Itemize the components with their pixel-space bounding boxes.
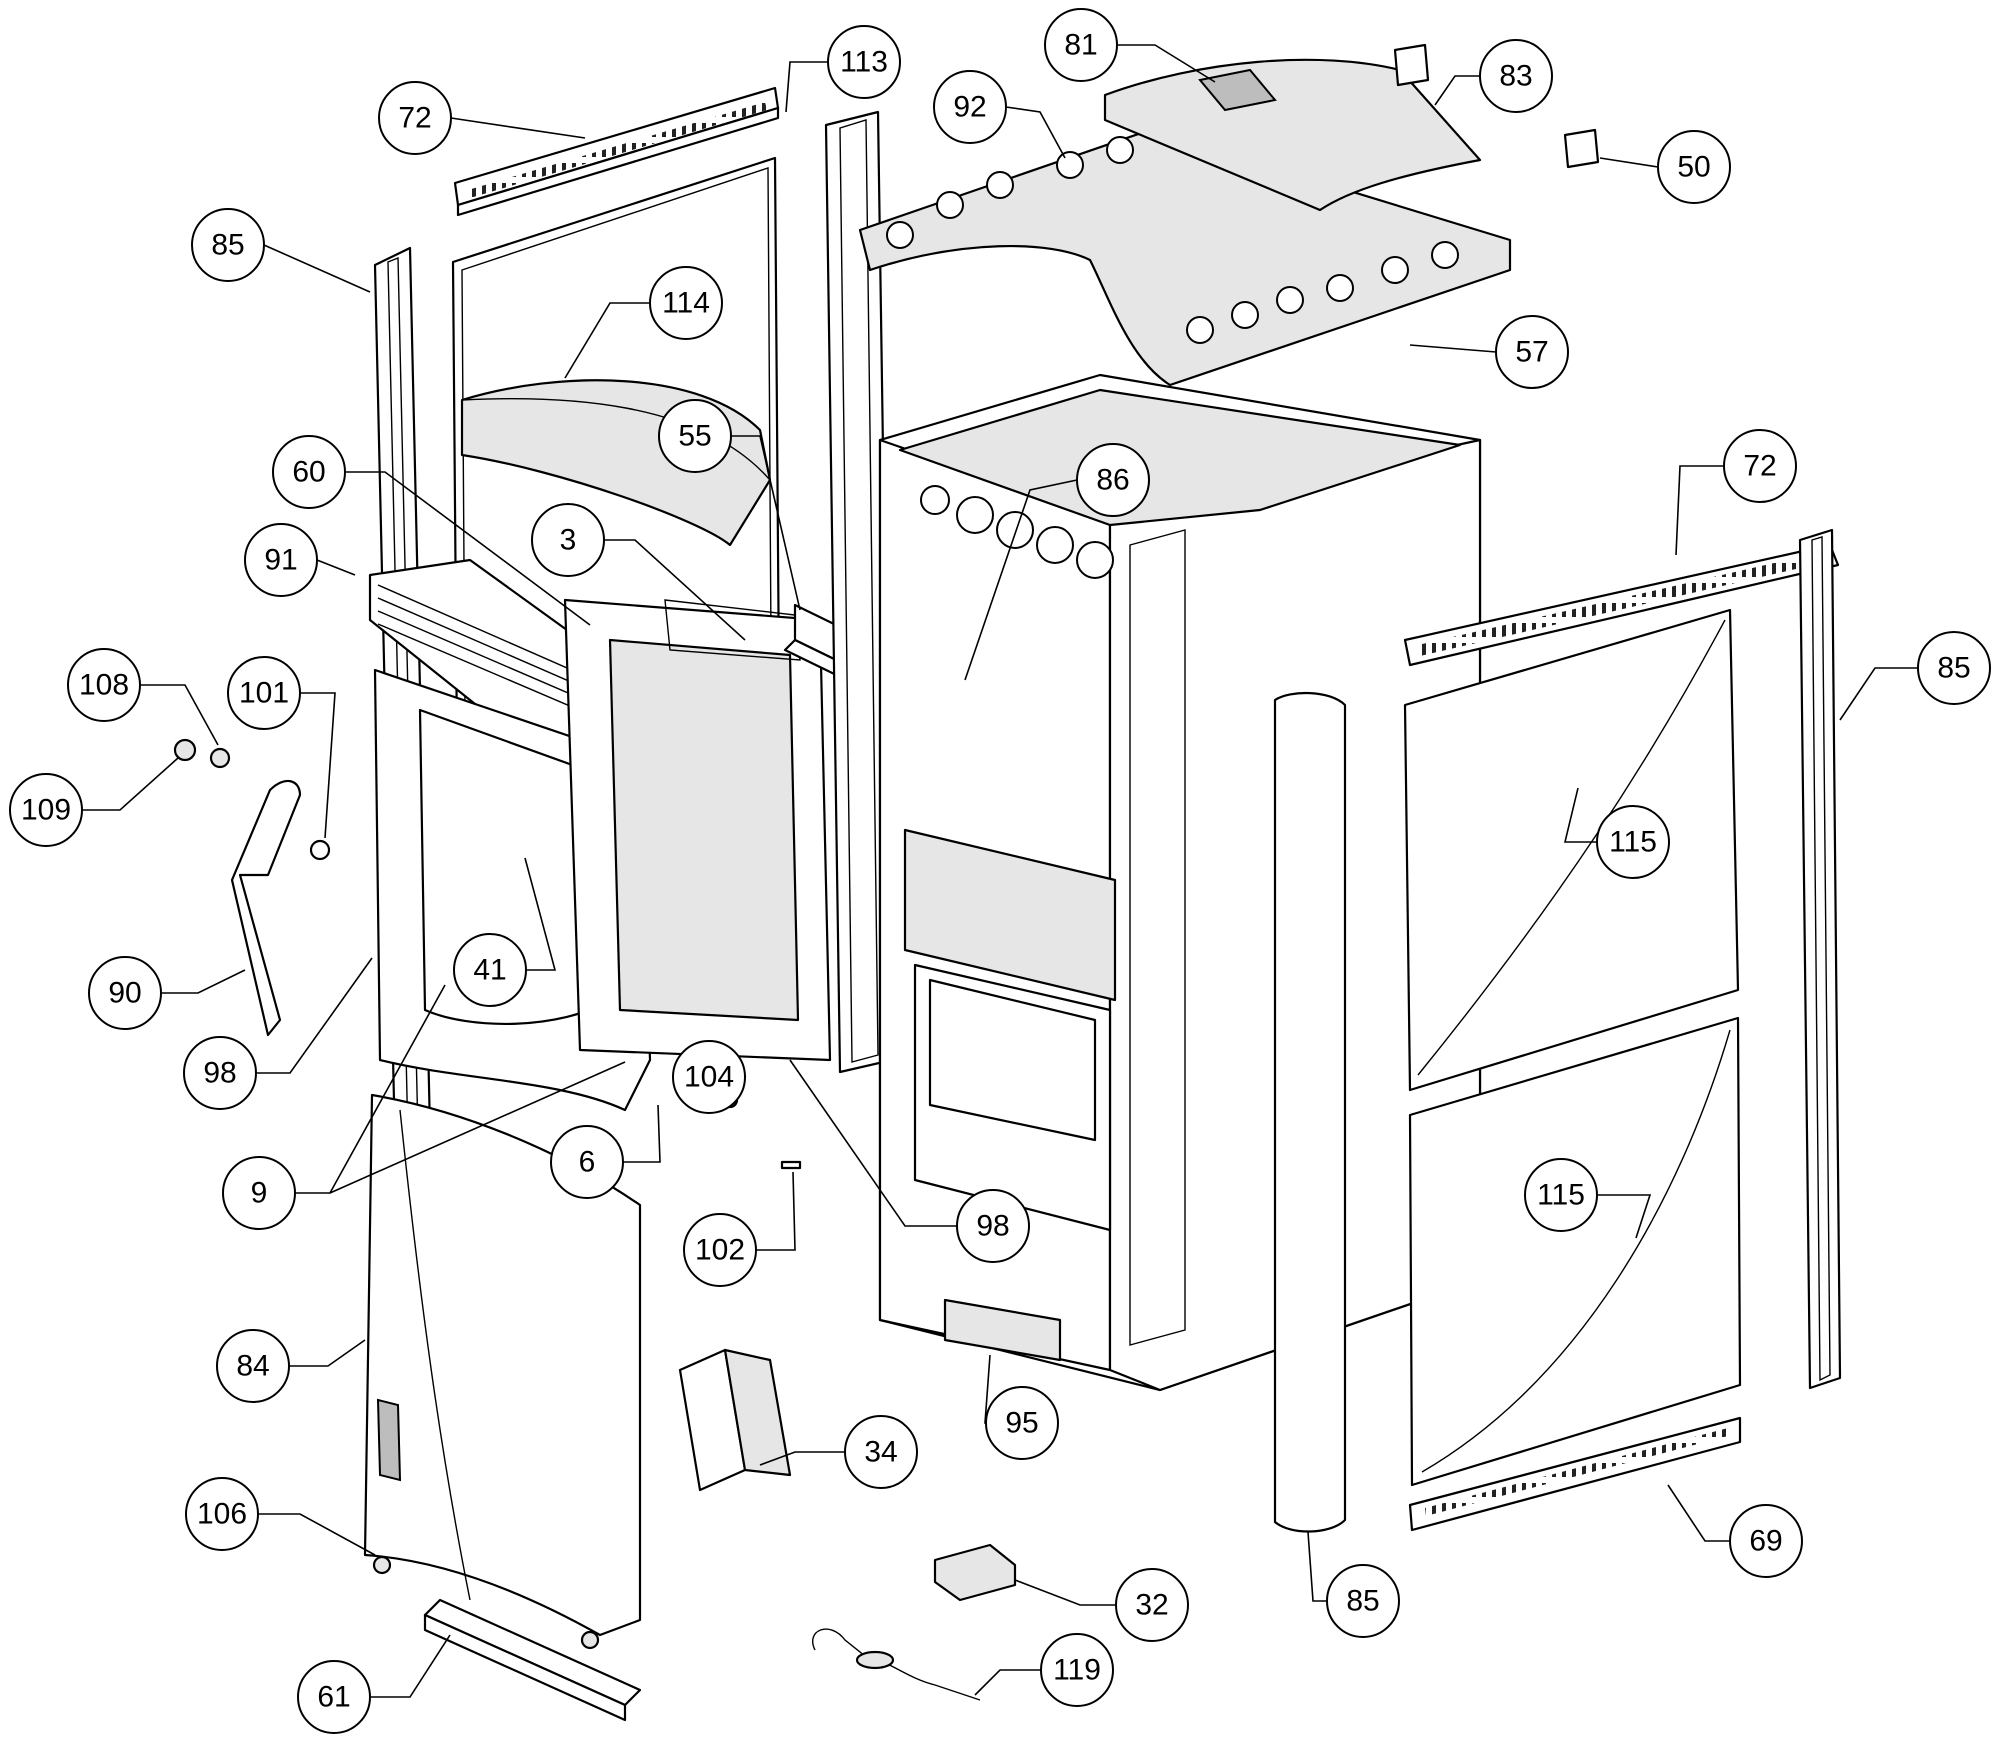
callout-label: 115 xyxy=(1537,1179,1585,1212)
callout-50: 50 xyxy=(1599,130,1731,204)
callout-label: 83 xyxy=(1499,60,1532,93)
part-remote-control xyxy=(933,1543,1017,1602)
callout-label: 101 xyxy=(239,677,289,710)
callout-98: 98 xyxy=(183,957,373,1110)
callout-label: 85 xyxy=(1346,1585,1379,1618)
callout-label: 98 xyxy=(976,1210,1009,1243)
callout-113: 113 xyxy=(785,25,901,113)
callout-label: 61 xyxy=(317,1681,350,1714)
callout-label: 98 xyxy=(203,1057,236,1090)
callout-57: 57 xyxy=(1409,315,1569,389)
callout-label: 115 xyxy=(1609,826,1657,859)
part-cable-tool xyxy=(812,1628,981,1701)
callout-label: 57 xyxy=(1515,336,1548,369)
callout-label: 106 xyxy=(197,1498,247,1531)
callout-label: 72 xyxy=(398,102,431,135)
part-side-panel-lower xyxy=(1408,1016,1742,1487)
callout-3: 3 xyxy=(531,503,746,641)
callout-label: 72 xyxy=(1743,450,1776,483)
callout-106: 106 xyxy=(185,1477,376,1556)
callout-115: 115 xyxy=(1524,1158,1652,1239)
callout-label: 3 xyxy=(560,524,577,557)
callout-55: 55 xyxy=(658,399,801,611)
part-latch xyxy=(230,779,302,1037)
part-vent-strip-bottom xyxy=(1408,1416,1742,1532)
callout-label: 114 xyxy=(662,287,710,320)
part-lower-front-panel xyxy=(363,1093,642,1637)
callout-83: 83 xyxy=(1434,39,1553,113)
callout-119: 119 xyxy=(974,1633,1114,1707)
callout-label: 90 xyxy=(108,977,141,1010)
part-control-unit xyxy=(678,1348,792,1492)
callout-label: 81 xyxy=(1064,29,1097,62)
part-side-profile-right xyxy=(1798,528,1842,1390)
callout-label: 109 xyxy=(21,794,71,827)
callout-72: 72 xyxy=(1675,429,1797,556)
part-side-panel-upper xyxy=(1403,608,1740,1092)
callout-85: 85 xyxy=(191,208,371,293)
callout-9: 9 xyxy=(222,984,626,1230)
callout-label: 95 xyxy=(1005,1407,1038,1440)
part-bottom-plate xyxy=(943,1298,1062,1362)
callout-label: 104 xyxy=(684,1061,734,1094)
callout-label: 108 xyxy=(79,669,129,702)
callout-92: 92 xyxy=(933,70,1066,159)
callout-6: 6 xyxy=(550,1104,661,1199)
callout-101: 101 xyxy=(227,656,336,839)
callout-label: 84 xyxy=(236,1350,269,1383)
callout-95: 95 xyxy=(984,1354,1059,1460)
callout-41: 41 xyxy=(453,857,557,1007)
callout-label: 92 xyxy=(953,91,986,124)
callout-114: 114 xyxy=(564,266,723,379)
part-vent-strip-top-left xyxy=(453,86,780,217)
callout-32: 32 xyxy=(1014,1568,1189,1642)
callout-label: 91 xyxy=(264,544,297,577)
part-hinge-plates xyxy=(1393,43,1600,169)
callout-34: 34 xyxy=(759,1415,918,1489)
callout-60: 60 xyxy=(272,435,591,626)
callout-98: 98 xyxy=(789,1059,1030,1263)
callout-72: 72 xyxy=(378,81,586,155)
part-front-column xyxy=(1273,691,1347,1533)
callout-69: 69 xyxy=(1667,1484,1803,1578)
callout-84: 84 xyxy=(216,1329,366,1403)
callout-label: 34 xyxy=(864,1436,897,1469)
callout-label: 60 xyxy=(292,456,325,489)
callout-label: 41 xyxy=(473,954,506,987)
callout-102: 102 xyxy=(683,1171,796,1287)
part-inner-door xyxy=(563,598,832,1062)
callout-86: 86 xyxy=(964,443,1150,681)
callout-85: 85 xyxy=(1839,631,1991,721)
callout-108: 108 xyxy=(67,648,219,746)
callout-label: 102 xyxy=(695,1234,745,1267)
callout-91: 91 xyxy=(244,523,356,597)
callout-81: 81 xyxy=(1044,8,1216,83)
part-vent-strip-top-right xyxy=(1403,543,1840,667)
callout-90: 90 xyxy=(88,956,246,1030)
part-bottom-bracket xyxy=(423,1598,642,1722)
callout-label: 119 xyxy=(1053,1654,1101,1687)
callout-label: 32 xyxy=(1135,1589,1168,1622)
callout-109: 109 xyxy=(9,757,179,847)
callout-104: 104 xyxy=(672,1040,747,1114)
callout-label: 86 xyxy=(1096,464,1129,497)
callout-label: 50 xyxy=(1677,151,1710,184)
callout-label: 9 xyxy=(251,1177,268,1210)
callout-label: 113 xyxy=(840,46,888,79)
callout-61: 61 xyxy=(297,1634,451,1734)
callout-label: 69 xyxy=(1749,1525,1782,1558)
callout-label: 85 xyxy=(1937,652,1970,685)
callout-85: 85 xyxy=(1307,1531,1400,1638)
callout-115: 115 xyxy=(1563,787,1670,879)
callout-label: 55 xyxy=(678,420,711,453)
callout-label: 85 xyxy=(211,229,244,262)
callout-label: 6 xyxy=(579,1146,596,1179)
